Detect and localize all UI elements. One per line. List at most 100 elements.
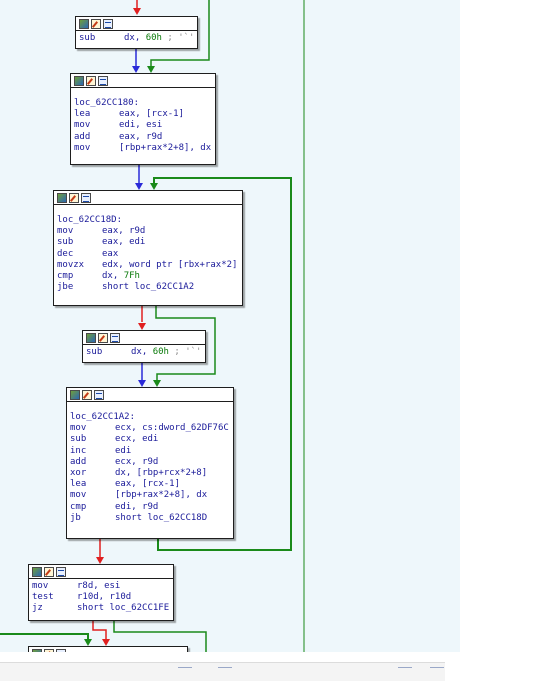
operands: edi, esi <box>119 120 163 131</box>
nodes-icon[interactable] <box>110 333 120 343</box>
graph-icon[interactable] <box>57 193 67 203</box>
graph-icon[interactable] <box>32 567 42 577</box>
scroll-tick <box>218 667 232 668</box>
operands: dx, <box>131 347 153 357</box>
pencil-icon[interactable] <box>44 567 54 577</box>
operands: edi <box>115 445 132 456</box>
operands: short loc_62CC1FE <box>77 603 170 614</box>
flow-edges <box>0 0 305 652</box>
operands: ecx, edi <box>115 434 159 445</box>
mnemonic: jb <box>70 512 81 523</box>
nodes-icon[interactable] <box>98 76 108 86</box>
pencil-icon[interactable] <box>86 76 96 86</box>
mnemonic: movzx <box>57 259 85 270</box>
mnemonic: cmp <box>70 501 87 512</box>
operands: edx, word ptr [rbx+rax*2] <box>102 259 238 270</box>
mnemonic: mov <box>32 581 49 591</box>
mnemonic: sub <box>70 434 87 445</box>
mnemonic: sub <box>57 237 74 248</box>
arrow-head <box>133 8 141 15</box>
mnemonic: sub <box>86 347 103 357</box>
comment: ; '`' <box>161 33 195 43</box>
arrow-head <box>132 66 140 73</box>
edge-false <box>92 621 107 640</box>
block-header <box>67 388 233 402</box>
immediate-value: 7Fh <box>123 270 140 281</box>
graph-icon[interactable] <box>70 390 80 400</box>
nodes-icon[interactable] <box>81 193 91 203</box>
instruction-line: sub ecx, edi <box>70 434 230 445</box>
operands: short loc_62CC1A2 <box>102 282 195 293</box>
operands: [rbp+rax*2+8], dx <box>115 490 208 501</box>
pencil-icon[interactable] <box>69 193 79 203</box>
mnemonic: add <box>70 456 87 467</box>
arrow-head <box>84 639 92 646</box>
operands: eax <box>102 248 119 259</box>
pencil-icon[interactable] <box>82 390 92 400</box>
graph-icon[interactable] <box>32 649 42 652</box>
instruction-line: jz short loc_62CC1FE <box>32 603 170 614</box>
nodes-icon[interactable] <box>56 649 66 652</box>
instruction-line: cmp edi, r9d <box>70 502 230 513</box>
block-header <box>54 191 242 205</box>
edge-true <box>150 0 210 66</box>
graph-icon[interactable] <box>79 19 89 29</box>
operands: short loc_62CC18D <box>115 512 208 523</box>
scroll-tick <box>178 667 192 668</box>
edge-true <box>113 621 207 652</box>
mnemonic: lea <box>70 479 87 490</box>
operands: r10d, r10d <box>77 592 132 603</box>
block-header <box>29 565 173 579</box>
arrow-head <box>138 380 146 387</box>
mnemonic: xor <box>70 467 87 478</box>
operands: eax, [rcx-1] <box>119 109 185 120</box>
mnemonic: mov <box>74 142 91 153</box>
arrow-head <box>153 380 161 387</box>
mnemonic: jz <box>32 603 43 614</box>
instruction-line: sub eax, edi <box>57 237 239 248</box>
instruction-line: movzx edx, word ptr [rbx+rax*2] <box>57 260 239 271</box>
nodes-icon[interactable] <box>94 390 104 400</box>
pencil-icon[interactable] <box>91 19 101 29</box>
operands: edi, r9d <box>115 501 159 512</box>
scroll-tick <box>398 667 412 668</box>
mnemonic: sub <box>79 33 96 43</box>
instruction-line: dec eax <box>57 249 239 260</box>
mnemonic: dec <box>57 248 74 259</box>
horizontal-scrollbar[interactable] <box>0 662 445 681</box>
graph-icon[interactable] <box>74 76 84 86</box>
operands: eax, [rcx-1] <box>115 479 181 490</box>
code-block[interactable] <box>28 646 188 652</box>
block-header <box>29 647 187 652</box>
immediate-value: 60h <box>145 33 162 43</box>
instruction-line: mov[rbp+rax*2+8], dx <box>74 143 212 154</box>
nodes-icon[interactable] <box>103 19 113 29</box>
pencil-icon[interactable] <box>44 649 54 652</box>
graph-icon[interactable] <box>86 333 96 343</box>
immediate-value: 60h <box>152 347 169 357</box>
arrow-head <box>102 639 110 646</box>
operands: eax, edi <box>102 237 146 248</box>
block-header <box>76 17 197 31</box>
pencil-icon[interactable] <box>98 333 108 343</box>
nodes-icon[interactable] <box>56 567 66 577</box>
mnemonic: inc <box>70 445 87 456</box>
